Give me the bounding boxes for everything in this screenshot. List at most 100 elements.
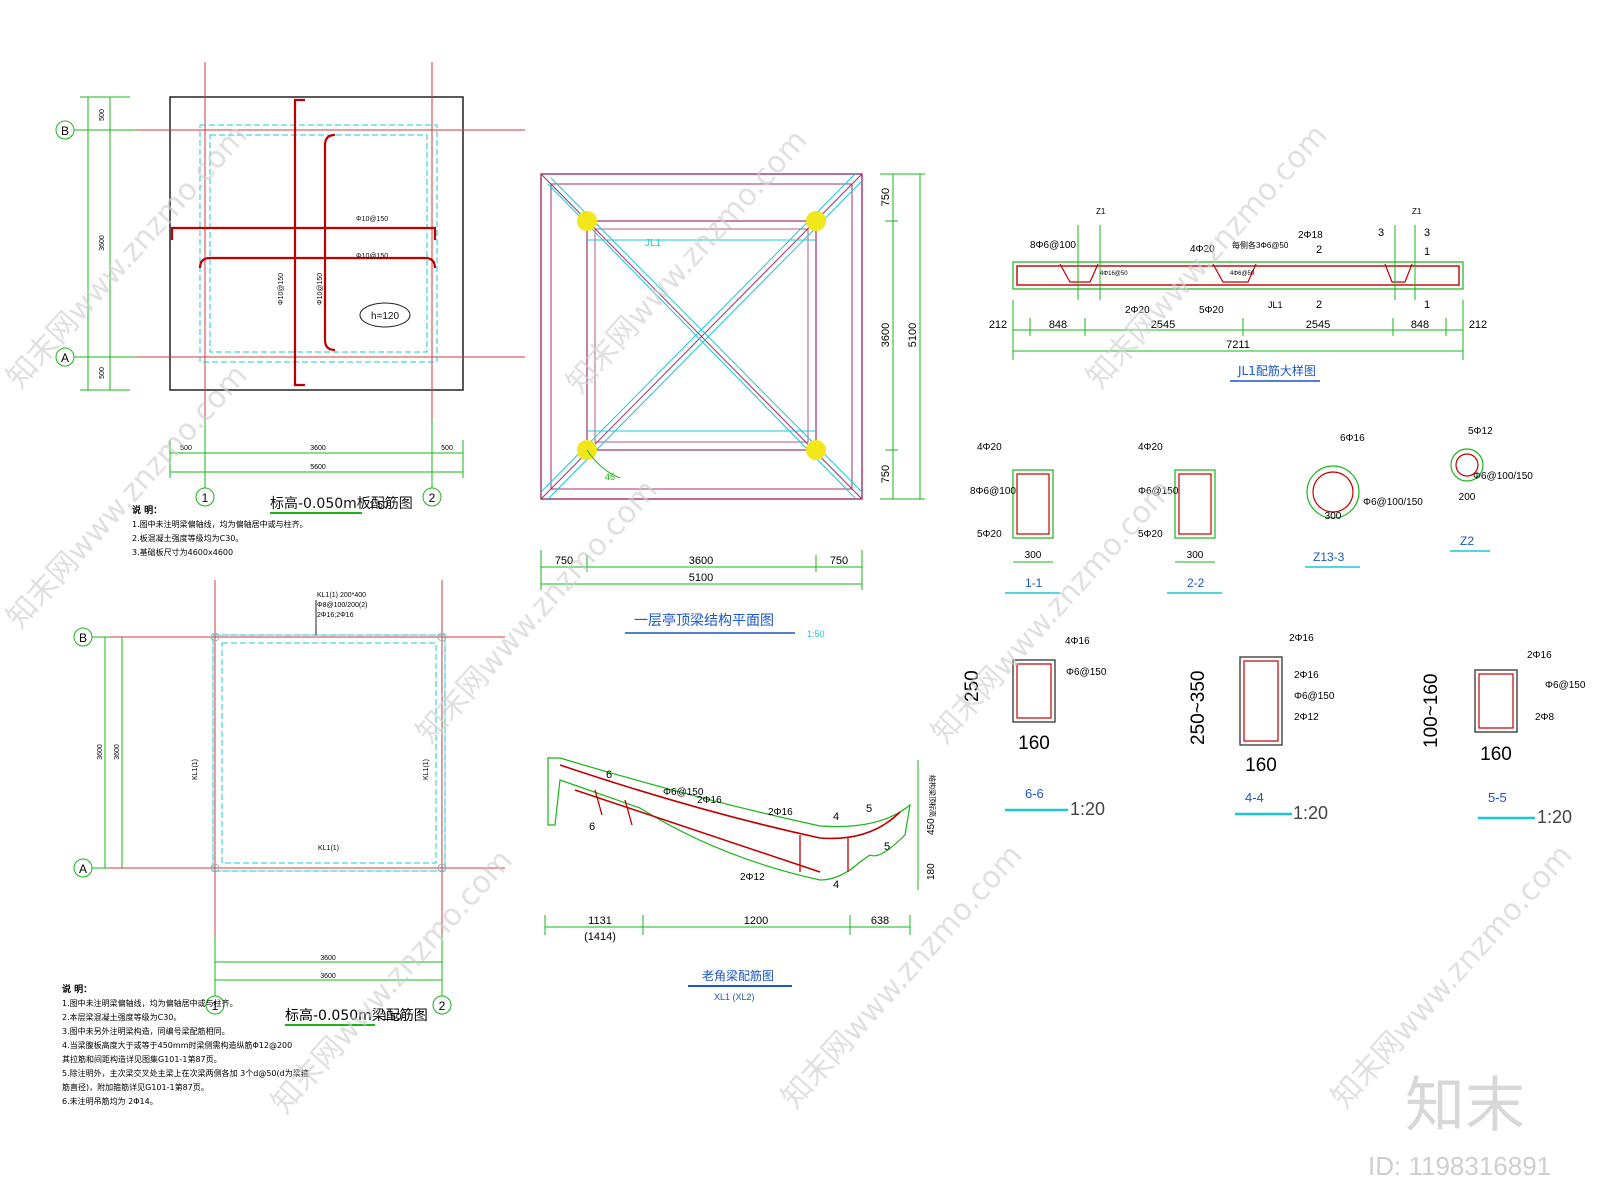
rebar-bottom-x	[198, 256, 437, 269]
beam-note-1: KL1(1) 200*400	[317, 592, 366, 599]
s6-stir: Φ6@150	[1066, 667, 1107, 678]
sections: 4Φ20 8Φ6@100 5Φ20 300 1-1 4Φ20 Φ6@150 5Φ…	[962, 426, 1586, 827]
section-tag: 5	[884, 841, 890, 853]
jl1-tag: 2	[1316, 299, 1322, 311]
beam-note-2: Φ8@100/200(2)	[317, 602, 367, 609]
s5-bot: 2Φ8	[1535, 712, 1555, 723]
rebar-top-x	[170, 226, 437, 240]
jl1-outline	[1012, 261, 1464, 290]
watermark-id: ID: 1198316891	[1368, 1151, 1551, 1181]
watermark-logo: 知末	[1405, 1071, 1525, 1141]
dim-slab-bot: 500	[99, 367, 106, 379]
dim-848a: 848	[1049, 319, 1067, 331]
roof-plan-title: 一层亭顶梁结构平面图	[634, 612, 774, 629]
s5-top: 2Φ16	[1527, 650, 1552, 661]
slab-note-1: 1.图中未注明梁偏轴线，均为偏轴居中或与柱齐。	[132, 519, 308, 529]
axis-label-a: A	[79, 862, 87, 876]
jl1-tag: 3	[1424, 227, 1430, 239]
slab-note-3: 3.基础板尺寸为4600x4600	[132, 547, 233, 557]
beam-note: 2.本层梁混凝土强度等级为C30。	[62, 1012, 181, 1022]
slab-plan: Φ10@150 Φ10@150 Φ10@150 Φ10@150 h=120 B …	[55, 62, 525, 557]
column-node	[806, 211, 826, 231]
dim-450: 450	[926, 818, 937, 835]
dim-slab-left: 500	[180, 445, 192, 452]
s2-top: 4Φ20	[1138, 442, 1163, 453]
dim-7211: 7211	[1226, 339, 1250, 351]
axis-label-b: B	[79, 631, 87, 645]
s1-name: 1-1	[1025, 576, 1043, 590]
dim-212b: 212	[1469, 319, 1487, 331]
slab-notes-title: 说 明：	[132, 504, 162, 516]
bottom-rebar	[574, 789, 821, 873]
beam-plan-title: 标高-0.050m梁配筋图	[285, 1007, 428, 1024]
beam-note: 6.未注明吊筋均为 2Φ14。	[62, 1096, 158, 1106]
rebar-top-y	[293, 98, 305, 387]
column-node	[806, 440, 826, 460]
section-tag: 4	[833, 879, 839, 891]
jl1-addl: 每侧各3Φ6@50	[1232, 240, 1289, 250]
corner-beam-detail: 6 6 Φ6@150 2Φ16 2Φ16 2Φ12 4 4 5 5 450 18…	[544, 757, 937, 1002]
slab-outline	[169, 96, 464, 391]
side-note: 结构梁顶标高	[928, 775, 937, 817]
z13-outline	[1306, 465, 1360, 519]
s6-name: 6-6	[1025, 786, 1044, 801]
s6-top: 4Φ16	[1065, 636, 1090, 647]
dim-slab-total: 5600	[310, 464, 326, 471]
section-2-2-outline	[1174, 469, 1216, 539]
dim-slab-top: 500	[99, 109, 106, 121]
angle-label: 45	[605, 472, 615, 482]
axis-label-1: 1	[212, 999, 219, 1013]
jl1-z1b: Z1	[1412, 207, 1422, 216]
beam-tag-jl1: JL1	[645, 238, 662, 249]
jl1-top2: 2Φ18	[1298, 230, 1323, 241]
beam-inner	[221, 642, 437, 864]
beam-plan: KL1(1) 200*400 Φ8@100/200(2) 2Φ16;2Φ16 K…	[62, 580, 505, 1106]
jl1-tag: 2	[1316, 244, 1322, 256]
s1-top: 4Φ20	[977, 442, 1002, 453]
beam-note: 3.图中未另外注明梁构造，同编号梁配筋相同。	[62, 1026, 230, 1036]
z13-d: 300	[1325, 511, 1342, 522]
s5-w: 160	[1480, 744, 1512, 765]
top-rebar	[559, 764, 901, 840]
dim-slab-center: 3600	[310, 445, 326, 452]
watermark-text: 知末网www.znzmo.com	[410, 473, 665, 750]
s2-stir: Φ6@150	[1138, 486, 1179, 497]
s5-stir: Φ6@150	[1545, 680, 1586, 691]
s4-name: 4-4	[1245, 790, 1264, 805]
roof-plan-scale: 1:50	[807, 629, 825, 639]
jl1-tag: 3	[1378, 227, 1384, 239]
s2-name: 2-2	[1187, 576, 1205, 590]
beam-outline	[547, 757, 911, 881]
s6-h: 250	[962, 670, 983, 702]
slab-thickness: h=120	[371, 311, 400, 322]
z13-stir: Φ6@100/150	[1363, 497, 1423, 508]
s4-outline	[1239, 656, 1283, 746]
beam-label-bottom: KL1(1)	[318, 845, 339, 852]
roof-plan: JL1 45 750 3600 750 5100 750 3600 750 51…	[540, 173, 925, 639]
jl1-bot1: 2Φ20	[1125, 305, 1150, 316]
jl1-label: JL1	[1268, 300, 1283, 310]
dim-1414: (1414)	[584, 931, 616, 943]
s5-h: 100~160	[1421, 674, 1442, 749]
rebar-label: Φ10@150	[278, 273, 285, 305]
watermark-text: 知末网www.znzmo.com	[925, 473, 1180, 750]
s4-top: 2Φ16	[1289, 633, 1314, 644]
axis-label-1: 1	[202, 491, 209, 505]
slab-plan-scale: 1:50	[369, 500, 389, 511]
dim-212a: 212	[989, 319, 1007, 331]
beam-outline-outer	[199, 124, 438, 363]
rebar-label: Φ10@150	[356, 216, 388, 223]
dim-roof-v5100: 5100	[907, 323, 919, 347]
watermarks: 知末网www.znzmo.com 知末网www.znzmo.com 知末网www…	[0, 118, 1579, 1120]
thickness-ellipse	[359, 302, 411, 328]
dim-roof-750b: 750	[830, 555, 848, 567]
dim-180: 180	[926, 863, 937, 880]
jl1-bot2: 5Φ20	[1199, 305, 1224, 316]
jl1-z1: Z1	[1096, 207, 1106, 216]
z2-stir: Φ6@100/150	[1473, 471, 1533, 482]
beam-note: 其拉筋和间距构造详见图集G101-1第87页。	[62, 1054, 222, 1064]
watermark-text: 知末网www.znzmo.com	[265, 843, 520, 1120]
jl1-stirrup: 8Φ6@100	[1030, 240, 1076, 251]
dim-slab-mid: 3600	[99, 235, 106, 251]
